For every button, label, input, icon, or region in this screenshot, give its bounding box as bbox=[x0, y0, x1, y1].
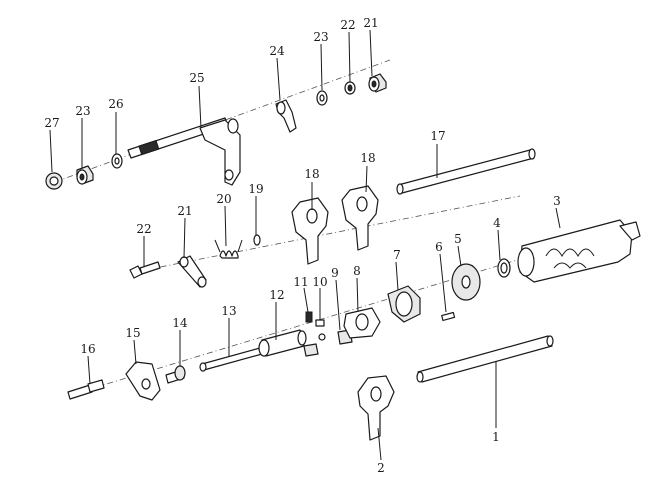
callout-25: 23 bbox=[313, 30, 328, 44]
part-27-shift-shaft bbox=[127, 117, 241, 186]
callout-12: 12 bbox=[269, 288, 284, 302]
part-24-washer bbox=[344, 81, 356, 95]
callout-13: 13 bbox=[221, 304, 236, 318]
part-13-rod bbox=[199, 347, 263, 372]
callout-15: 15 bbox=[125, 326, 140, 340]
part-22-bolt bbox=[129, 261, 161, 279]
part-6-pin bbox=[441, 311, 456, 322]
part-23-bearing-left bbox=[76, 165, 94, 185]
callout-22: 22 bbox=[136, 222, 151, 236]
callout-5: 5 bbox=[454, 232, 462, 246]
callout-9: 9 bbox=[331, 266, 339, 280]
part-19-washer bbox=[253, 234, 261, 246]
callout-16: 16 bbox=[80, 342, 95, 356]
part-5-large-washer bbox=[451, 263, 481, 301]
middle-shaft-axis bbox=[134, 195, 521, 273]
lower-shaft-axis bbox=[69, 234, 601, 396]
part-1-fork-shaft bbox=[416, 335, 554, 383]
callout-18-left: 18 bbox=[304, 167, 319, 181]
callout-1: 1 bbox=[492, 430, 500, 444]
callout-7: 7 bbox=[393, 248, 401, 262]
callout-10: 10 bbox=[312, 275, 327, 289]
callout-27: 25 bbox=[189, 71, 204, 85]
callout-20: 20 bbox=[216, 192, 231, 206]
part-4-washer bbox=[497, 258, 511, 278]
part-11-small-spring bbox=[305, 311, 313, 323]
part-21-stopper-arm bbox=[177, 255, 207, 288]
part-8-cam-plate bbox=[343, 307, 381, 339]
part-2-shift-fork bbox=[357, 375, 395, 441]
part-23-bearing-right bbox=[368, 73, 387, 93]
callout-8: 8 bbox=[353, 264, 361, 278]
callout-11: 11 bbox=[293, 275, 308, 289]
part-small-block bbox=[303, 343, 319, 357]
leader-lines bbox=[49, 29, 561, 461]
part-18-shift-fork-right bbox=[341, 185, 379, 251]
part-15-bracket-plate bbox=[125, 361, 161, 401]
part-28-washer bbox=[111, 153, 123, 169]
part-12-cylinder bbox=[258, 329, 307, 357]
part-17-fork-shaft bbox=[396, 148, 536, 195]
callout-18-right: 18 bbox=[360, 151, 375, 165]
callout-6: 6 bbox=[435, 240, 443, 254]
part-16-bolt bbox=[67, 379, 105, 400]
callout-23-left: 23 bbox=[75, 104, 90, 118]
part-3-shift-drum bbox=[517, 219, 641, 283]
part-20-spring bbox=[214, 239, 243, 259]
callout-labels: 27 23 26 25 24 23 22 21 17 18 18 19 20 2… bbox=[44, 16, 560, 475]
callout-2: 2 bbox=[377, 461, 385, 475]
part-10-pin bbox=[315, 319, 326, 341]
callout-19: 19 bbox=[248, 182, 263, 196]
part-25-washer bbox=[316, 90, 328, 106]
callout-23-right: 21 bbox=[363, 16, 378, 30]
callout-28: 26 bbox=[108, 97, 123, 111]
callout-17: 17 bbox=[430, 129, 445, 143]
callout-29: 27 bbox=[44, 116, 59, 130]
part-26-ratchet-arm bbox=[275, 99, 297, 133]
callout-21: 21 bbox=[177, 204, 192, 218]
part-29-washer bbox=[45, 172, 63, 190]
part-18-shift-fork-left bbox=[291, 197, 329, 265]
part-7-drum-cam bbox=[387, 285, 421, 323]
callout-3: 3 bbox=[553, 194, 561, 208]
callout-14: 14 bbox=[172, 316, 188, 330]
part-14-pin bbox=[165, 365, 186, 384]
callout-4: 4 bbox=[493, 216, 501, 230]
callout-24: 22 bbox=[340, 18, 355, 32]
callout-26: 24 bbox=[269, 44, 285, 58]
